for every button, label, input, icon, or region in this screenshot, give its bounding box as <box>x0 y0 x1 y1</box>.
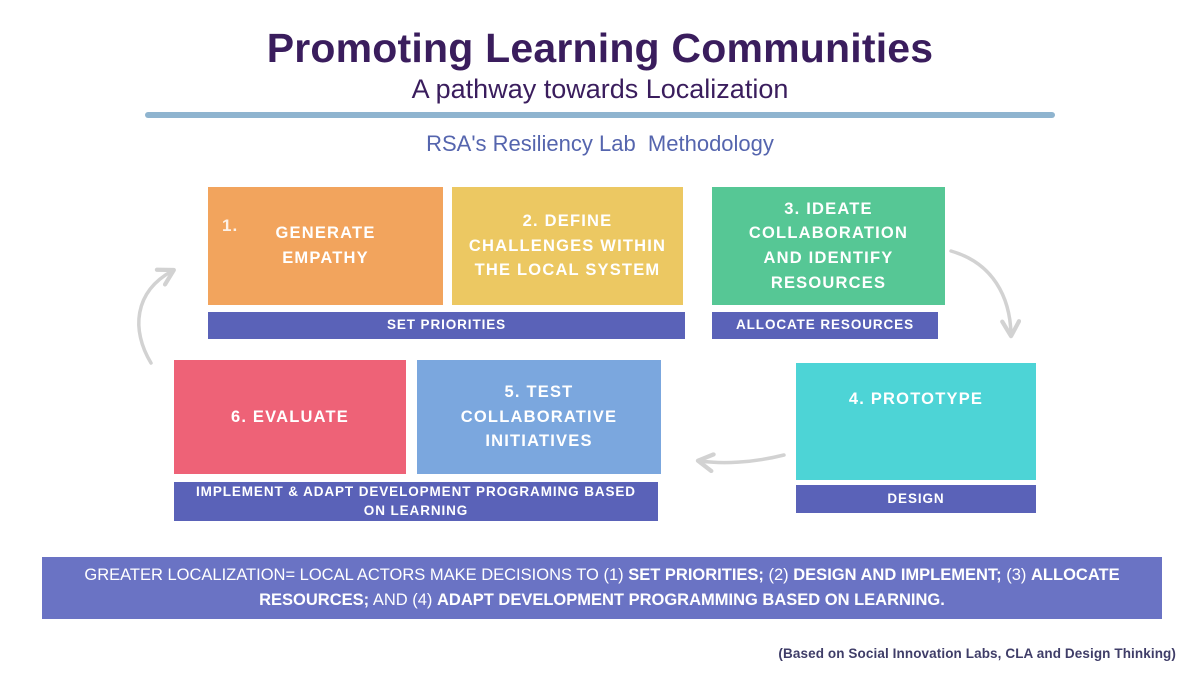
stage-bar-set-priorities: SET PRIORITIES <box>208 312 685 339</box>
stage-bar-design: DESIGN <box>796 485 1036 513</box>
step-label: 4. PROTOTYPE <box>848 390 984 408</box>
stage-bar-allocate-resources: ALLOCATE RESOURCES <box>712 312 938 339</box>
localization-banner: GREATER LOCALIZATION= LOCAL ACTORS MAKE … <box>42 557 1162 619</box>
divider-line <box>145 112 1055 118</box>
step-box-generate-empathy: 1. GENERATE EMPATHY <box>208 187 443 305</box>
step-label: 3. IDEATE COLLABORATION AND IDENTIFY RES… <box>748 199 909 292</box>
step-box-prototype: 4. PROTOTYPE <box>796 363 1036 480</box>
step-box-evaluate: 6. EVALUATE <box>174 360 406 474</box>
page-subtitle: A pathway towards Localization <box>411 74 789 104</box>
page-title: Promoting Learning Communities <box>266 25 934 71</box>
step-label: 6. EVALUATE <box>230 407 350 426</box>
step-label: 2. DEFINE CHALLENGES WITHIN THE LOCAL SY… <box>468 211 667 280</box>
methodology-heading: RSA's Resiliency Lab Methodology <box>426 131 774 156</box>
arrow-evaluate-to-empathy-icon <box>137 267 176 365</box>
step-box-test-initiatives: 5. TEST COLLABORATIVE INITIATIVES <box>417 360 661 474</box>
step-label: 5. TEST COLLABORATIVE INITIATIVES <box>460 382 618 451</box>
stage-bar-implement-adapt: IMPLEMENT & ADAPT DEVELOPMENT PROGRAMING… <box>174 482 658 521</box>
step-number: 1. <box>222 216 239 235</box>
credit-note: (Based on Social Innovation Labs, CLA an… <box>778 646 1176 661</box>
step-box-ideate-collaboration: 3. IDEATE COLLABORATION AND IDENTIFY RES… <box>712 187 945 305</box>
localization-banner-text: GREATER LOCALIZATION= LOCAL ACTORS MAKE … <box>84 566 1120 609</box>
arrow-ideate-to-prototype-icon <box>949 249 1022 339</box>
arrow-prototype-to-test-icon <box>695 452 786 474</box>
step-label: GENERATE EMPATHY <box>275 224 376 267</box>
step-box-define-challenges: 2. DEFINE CHALLENGES WITHIN THE LOCAL SY… <box>452 187 683 305</box>
